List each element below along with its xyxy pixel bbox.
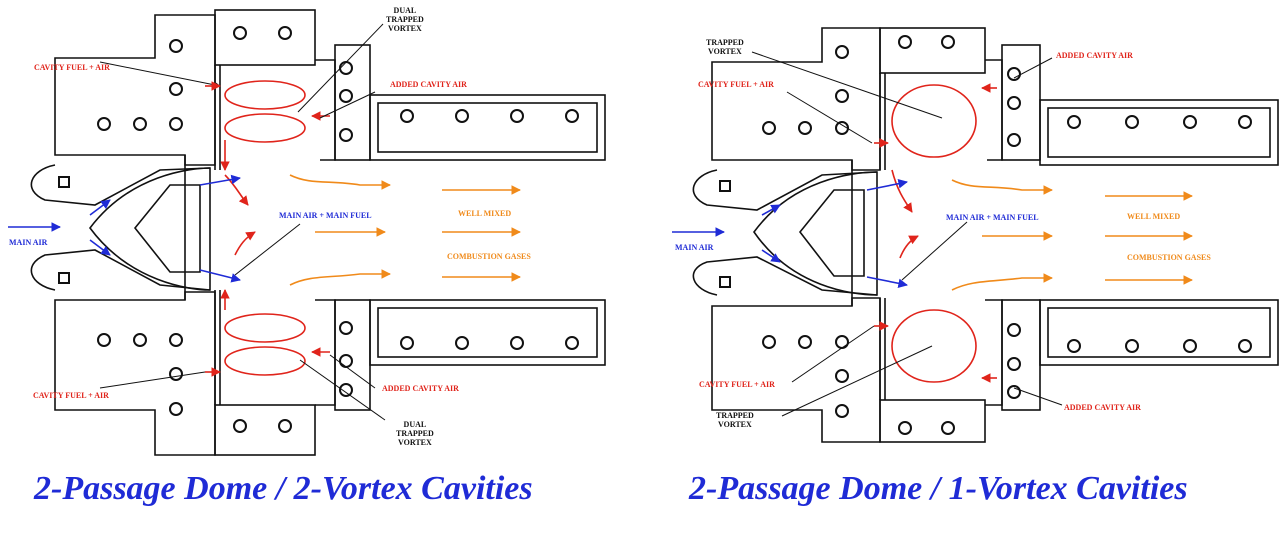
left-label-main-air-main-fuel: MAIN AIR + MAIN FUEL <box>279 211 372 220</box>
right-cavity-vortices <box>874 83 997 383</box>
left-cavity-vortices <box>99 61 330 377</box>
left-label-added-cavity-air-bottom: ADDED CAVITY AIR <box>382 384 459 393</box>
left-label-well-mixed: WELL MIXED <box>458 209 512 218</box>
left-label-main-air: MAIN AIR <box>9 238 48 247</box>
right-label-added-cavity-air-bottom: ADDED CAVITY AIR <box>1064 403 1141 412</box>
right-label-main-air-main-fuel: MAIN AIR + MAIN FUEL <box>946 213 1039 222</box>
left-label-cavity-fuel-air-top: CAVITY FUEL + AIR <box>34 63 110 72</box>
right-label-cavity-fuel-air-top: CAVITY FUEL + AIR <box>698 80 774 89</box>
right-combustor-diagram: TRAPPED VORTEX CAVITY FUEL + AIR ADDED C… <box>642 0 1284 533</box>
left-exhaust-flow <box>289 174 521 286</box>
right-caption: 2-Passage Dome / 1-Vortex Cavities <box>689 470 1188 507</box>
right-combustor-drawing <box>672 27 1279 443</box>
left-combustor-diagram: CAVITY FUEL + AIR DUAL TRAPPED VORTEX AD… <box>8 6 606 507</box>
left-label-dual-trapped-vortex-bottom: DUAL TRAPPED VORTEX <box>396 420 434 447</box>
left-leader-lines <box>99 23 386 421</box>
left-bolt-holes <box>58 26 579 433</box>
right-exhaust-flow <box>951 179 1193 291</box>
right-label-well-mixed: WELL MIXED <box>1127 212 1181 221</box>
right-label-trapped-vortex-top: TRAPPED VORTEX <box>706 38 744 56</box>
right-label-main-air: MAIN AIR <box>675 243 714 252</box>
left-label-cavity-fuel-air-bottom: CAVITY FUEL + AIR <box>33 391 109 400</box>
left-label-combustion-gases: COMBUSTION GASES <box>447 252 531 261</box>
right-structure <box>692 27 1279 443</box>
right-label-added-cavity-air-top: ADDED CAVITY AIR <box>1056 51 1133 60</box>
right-label-combustion-gases: COMBUSTION GASES <box>1127 253 1211 262</box>
left-label-added-cavity-air-top: ADDED CAVITY AIR <box>390 80 467 89</box>
left-main-air-flow <box>8 174 241 283</box>
right-label-trapped-vortex-bottom: TRAPPED VORTEX <box>716 411 754 429</box>
left-caption: 2-Passage Dome / 2-Vortex Cavities <box>34 470 533 507</box>
left-label-dual-trapped-vortex-top: DUAL TRAPPED VORTEX <box>386 6 424 33</box>
right-bolt-holes <box>719 35 1252 435</box>
right-leader-lines <box>751 51 1063 417</box>
right-label-cavity-fuel-air-bottom: CAVITY FUEL + AIR <box>699 380 775 389</box>
left-structure <box>30 9 606 456</box>
right-main-air-flow <box>672 178 908 289</box>
left-combustor-drawing <box>8 9 606 456</box>
